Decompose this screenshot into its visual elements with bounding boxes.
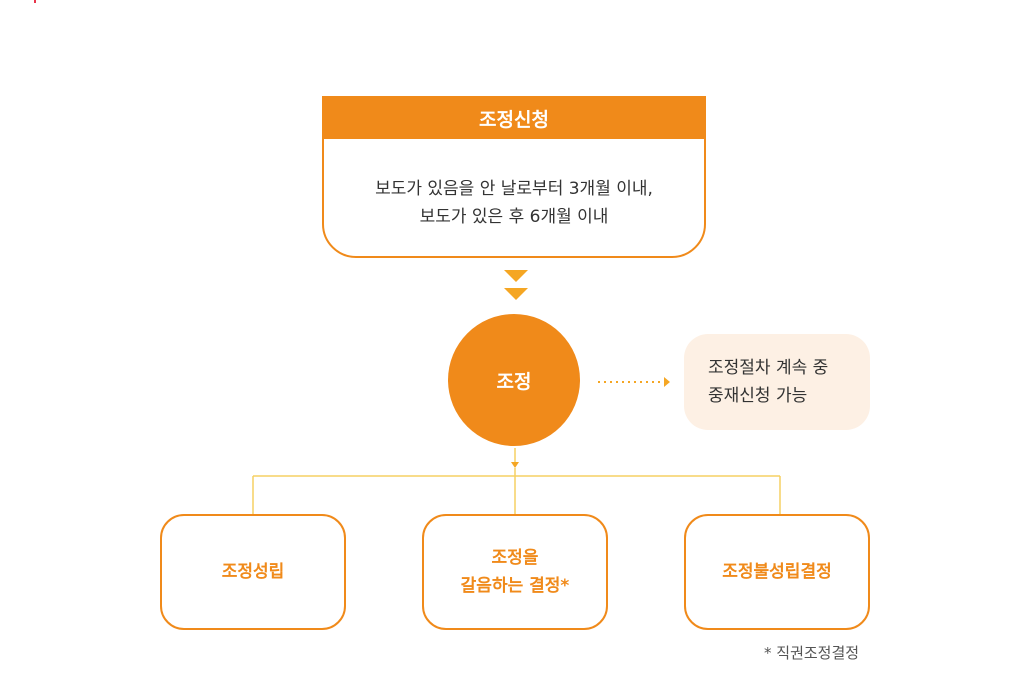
- request-line-1: 보도가 있음을 안 날로부터 3개월 이내,: [375, 179, 653, 199]
- stem-arrow-head-icon: [511, 462, 519, 468]
- down-arrow-icon: [504, 270, 528, 282]
- note-box: 조정절차 계속 중 중재신청 가능: [684, 334, 870, 430]
- request-body: 보도가 있음을 안 날로부터 3개월 이내, 보도가 있은 후 6개월 이내: [324, 139, 704, 231]
- note-line-1: 조정절차 계속 중: [708, 358, 829, 378]
- outcome-failure-decision: 조정불성립결정: [684, 514, 870, 630]
- note-line-2: 중재신청 가능: [708, 386, 808, 406]
- outcome-settlement-label: 조정성립: [221, 562, 285, 582]
- outcome-alternative-decision: 조정을 갈음하는 결정*: [422, 514, 608, 630]
- outcome-middle-line-2: 갈음하는 결정*: [460, 576, 570, 596]
- mediation-label: 조정: [496, 370, 532, 393]
- request-box: 조정신청 보도가 있음을 안 날로부터 3개월 이내, 보도가 있은 후 6개월…: [322, 96, 706, 258]
- outcome-settlement: 조정성립: [160, 514, 346, 630]
- outcome-middle-line-1: 조정을: [491, 548, 539, 568]
- outcome-failure-label: 조정불성립결정: [722, 562, 832, 582]
- dotted-arrow-head-icon: [664, 377, 670, 387]
- mediation-circle: 조정: [448, 314, 580, 446]
- footnote: * 직권조정결정: [764, 644, 860, 662]
- request-line-2: 보도가 있은 후 6개월 이내: [419, 207, 609, 227]
- request-title: 조정신청: [324, 98, 704, 139]
- down-arrow-icon: [504, 288, 528, 300]
- corner-mark: [34, 0, 36, 3]
